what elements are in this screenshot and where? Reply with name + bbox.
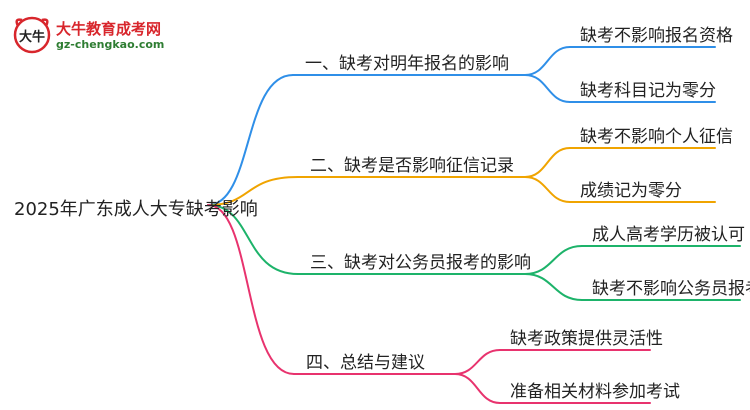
site-logo: 大牛 大牛教育成考网 gz-chengkao.com bbox=[12, 14, 172, 56]
connector-branch-4-child-1 bbox=[454, 349, 501, 375]
subtopic-1-2: 缺考科目记为零分 bbox=[580, 81, 716, 101]
connector-branch-3-child-1 bbox=[524, 245, 583, 275]
connector-branch-1-child-2 bbox=[524, 74, 571, 103]
branch-topic-1: 一、缺考对明年报名的影响 bbox=[305, 54, 509, 74]
branch-topic-2: 二、缺考是否影响征信记录 bbox=[310, 156, 514, 176]
subtopic-2-1: 缺考不影响个人征信 bbox=[580, 127, 733, 147]
connector-branch-3-child-2 bbox=[524, 273, 583, 301]
bull-logo-icon: 大牛 bbox=[13, 16, 51, 54]
subtopic-2-2: 成绩记为零分 bbox=[580, 181, 682, 201]
connector-root-branch-4 bbox=[207, 204, 295, 375]
connector-root-branch-2 bbox=[207, 176, 299, 206]
subtopic-4-2: 准备相关材料参加考试 bbox=[510, 382, 680, 402]
subtopic-3-2: 缺考不影响公务员报考 bbox=[592, 279, 750, 299]
logo-url: gz-chengkao.com bbox=[56, 38, 165, 51]
subtopic-1-1: 缺考不影响报名资格 bbox=[580, 26, 733, 46]
connector-branch-1-child-1 bbox=[524, 46, 571, 76]
connector-branch-2-child-1 bbox=[524, 147, 571, 178]
subtopic-3-1: 成人高考学历被认可 bbox=[592, 225, 745, 245]
logo-mark-text: 大牛 bbox=[19, 29, 45, 45]
connector-branch-4-child-2 bbox=[454, 373, 501, 404]
logo-name: 大牛教育成考网 bbox=[56, 20, 162, 38]
branch-topic-3: 三、缺考对公务员报考的影响 bbox=[310, 253, 531, 273]
connector-branch-2-child-2 bbox=[524, 176, 571, 203]
connector-root-branch-1 bbox=[207, 74, 294, 206]
connector-root-branch-3 bbox=[207, 204, 299, 275]
root-topic: 2025年广东成人大专缺考影响 bbox=[14, 199, 258, 220]
branch-topic-4: 四、总结与建议 bbox=[306, 353, 425, 373]
subtopic-4-1: 缺考政策提供灵活性 bbox=[510, 329, 663, 349]
